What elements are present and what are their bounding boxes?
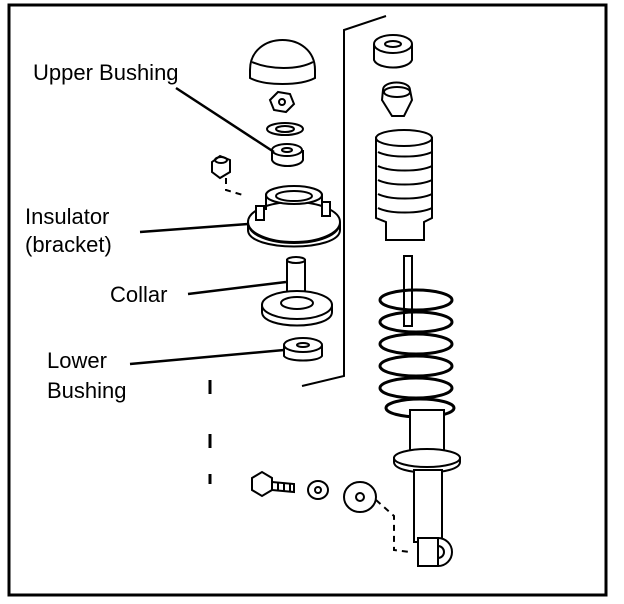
label-upper-bushing: Upper Bushing <box>33 60 179 85</box>
dust-boot <box>375 129 433 241</box>
leader-dashed-bolt <box>375 499 411 553</box>
bump-stop <box>380 81 414 117</box>
mount-nut <box>211 154 231 180</box>
dust-cap <box>249 39 316 85</box>
label-insulator-bracket: (bracket) <box>25 232 112 257</box>
strut-top-mount <box>373 34 413 69</box>
leader-upper-bushing <box>175 86 275 154</box>
lower-nut <box>307 480 329 500</box>
lower-bolt <box>251 470 295 498</box>
top-nut <box>268 90 296 114</box>
strut-body <box>393 409 461 567</box>
label-insulator: Insulator <box>25 204 110 229</box>
leader-collar <box>187 280 287 296</box>
label-lower-bushing: Bushing <box>47 378 127 403</box>
lower-washer <box>343 481 377 513</box>
lower-bushing <box>283 337 323 362</box>
label-collar: Collar <box>110 282 168 307</box>
label-lower: Lower <box>47 348 107 373</box>
upper-bushing <box>271 143 304 167</box>
assembly-bracket-line <box>301 15 387 387</box>
diagram-frame <box>7 3 608 597</box>
collar <box>261 256 333 327</box>
leader-dashed-nut <box>225 178 247 197</box>
leader-lower-bushing <box>129 348 285 366</box>
washer <box>266 122 304 136</box>
leader-insulator <box>139 222 249 234</box>
insulator-bracket <box>247 185 341 248</box>
coil-spring <box>378 288 456 419</box>
